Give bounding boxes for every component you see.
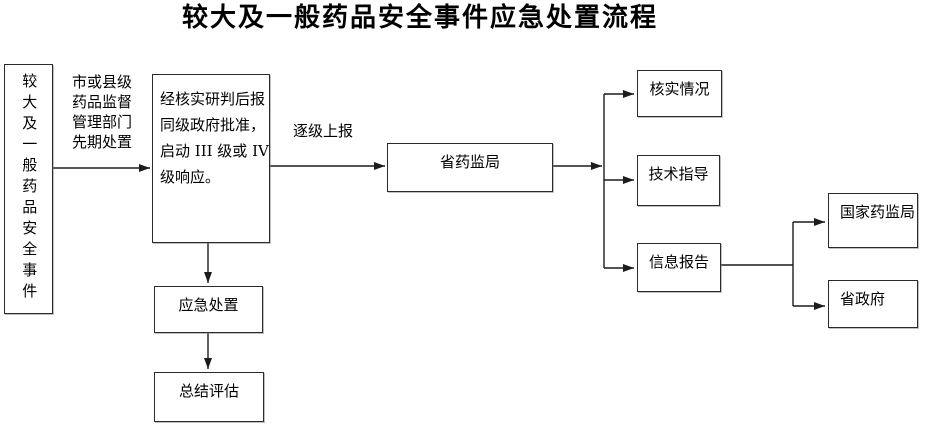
info-report-label: 信息报告: [648, 253, 709, 271]
process-box-line: 同级政府批准，: [160, 116, 266, 134]
process-box-line: 经核实研判后报: [160, 90, 266, 108]
provincial-gov-label: 省政府: [840, 290, 886, 308]
initial-disposal-label: 市或县级 药品监督 管理部门 先期处置: [72, 72, 132, 152]
emergency-label: 应急处置: [178, 296, 239, 314]
process-box-line: 级响应。: [160, 168, 221, 186]
verify-label: 核实情况: [649, 80, 710, 98]
initial-disposal-line: 先期处置: [72, 133, 133, 151]
info-report-box: 信息报告: [637, 243, 721, 292]
guidance-label: 技术指导: [648, 165, 709, 183]
verify-box: 核实情况: [637, 70, 722, 117]
initial-disposal-line: 管理部门: [72, 113, 133, 131]
page-title: 较大及一般药品安全事件应急处置流程: [181, 3, 658, 33]
escalate-label: 逐级上报: [293, 122, 354, 140]
emergency-box: 应急处置: [154, 286, 263, 333]
initial-disposal-line: 市或县级: [72, 73, 133, 91]
guidance-box: 技术指导: [637, 155, 720, 206]
national-bureau-label: 国家药监局: [840, 203, 916, 221]
process-box: 经核实研判后报 同级政府批准， 启动 III 级或 IV 级响应。: [152, 74, 270, 243]
national-bureau-box: 国家药监局: [828, 193, 918, 248]
event-box: 较大及一般药品安全事件: [4, 64, 53, 314]
provincial-bureau-label: 省药监局: [439, 153, 500, 171]
event-box-label: 较大及一般药品安全事件: [20, 73, 39, 304]
summary-box: 总结评估: [154, 372, 264, 422]
summary-label: 总结评估: [178, 382, 239, 400]
provincial-gov-box: 省政府: [828, 280, 918, 328]
process-box-line: 启动 III 级或 IV: [160, 142, 269, 160]
provincial-bureau-box: 省药监局: [387, 143, 553, 192]
initial-disposal-line: 药品监督: [72, 93, 133, 111]
